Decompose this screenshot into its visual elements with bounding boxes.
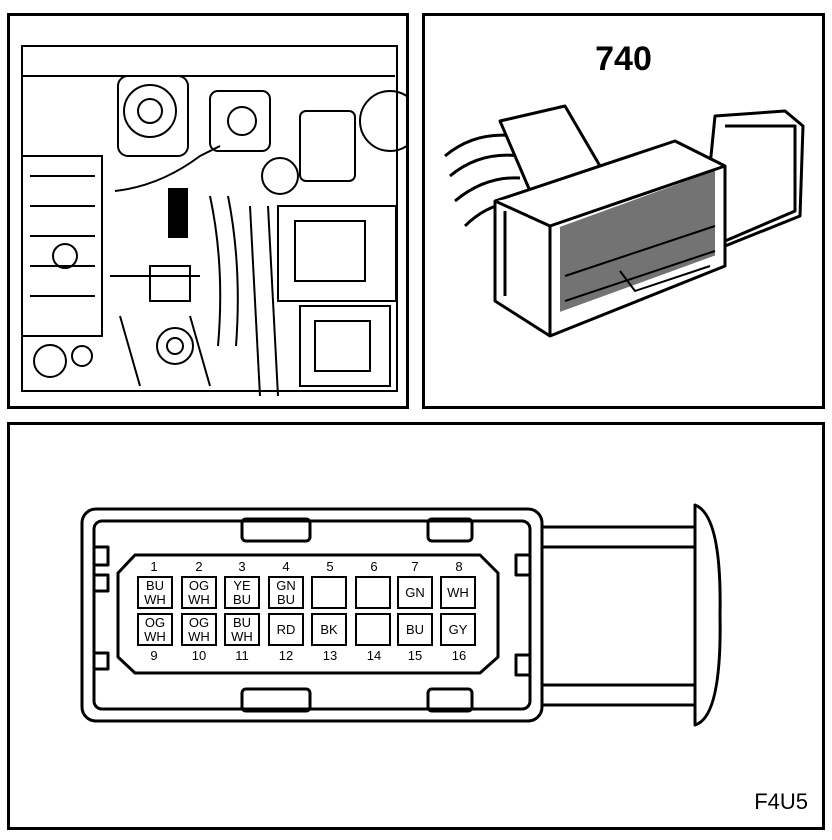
pin-cell-12: RD: [268, 613, 304, 646]
pin-number: 10: [191, 648, 207, 663]
wire-color: GN: [405, 584, 425, 600]
wire-color: WH: [447, 584, 469, 600]
wire-color: GN: [276, 577, 296, 593]
wire-color: WH: [144, 628, 166, 644]
engine-bay-drawing: [21, 45, 406, 397]
wire-color: YE: [233, 577, 251, 593]
pin-number: 15: [407, 648, 423, 663]
wire-color: BU: [405, 621, 425, 637]
wire-color: BK: [320, 621, 338, 637]
pin-number: 14: [366, 648, 382, 663]
wire-color: BU: [232, 614, 252, 630]
engine-bay-location-view: [7, 13, 409, 409]
wire-color: BU: [232, 591, 252, 607]
pin-cell-8: WH: [440, 576, 476, 609]
wire-color: GY: [448, 621, 468, 637]
pin-number: 6: [370, 559, 378, 574]
pin-number: 7: [411, 559, 419, 574]
wire-color: BU: [276, 591, 296, 607]
pin-number: 13: [322, 648, 338, 663]
pin-cell-5: [311, 576, 347, 609]
pin-number: 3: [238, 559, 246, 574]
pin-cell-6: [355, 576, 391, 609]
wire-color: WH: [188, 591, 210, 607]
pin-number: 9: [150, 648, 158, 663]
wire-color: OG: [188, 614, 210, 630]
wire-color: WH: [231, 628, 253, 644]
pin-number: 8: [455, 559, 463, 574]
wire-color: BU: [145, 577, 165, 593]
pin-cell-13: BK: [311, 613, 347, 646]
pin-cell-14: [355, 613, 391, 646]
pin-cell-16: GY: [440, 613, 476, 646]
pin-number: 11: [235, 648, 249, 663]
pin-cell-15: BU: [397, 613, 433, 646]
pin-number: 4: [282, 559, 290, 574]
connector-perspective-drawing: [444, 104, 805, 338]
pin-number: 12: [278, 648, 294, 663]
connector-title: 740: [595, 40, 652, 78]
wire-color: WH: [188, 628, 210, 644]
connector-face-drawing: [80, 503, 722, 727]
pin-number: 16: [451, 648, 467, 663]
pin-number: 1: [150, 559, 158, 574]
wire-color: OG: [188, 577, 210, 593]
connector-view: 740: [422, 13, 825, 409]
connector-location-marker: [168, 188, 188, 238]
wire-color: RD: [276, 621, 296, 637]
pin-number: 5: [326, 559, 334, 574]
wire-color: WH: [144, 591, 166, 607]
pin-cell-7: GN: [397, 576, 433, 609]
pin-number: 2: [195, 559, 203, 574]
figure-code: F4U5: [754, 789, 808, 814]
wire-color: OG: [144, 614, 166, 630]
